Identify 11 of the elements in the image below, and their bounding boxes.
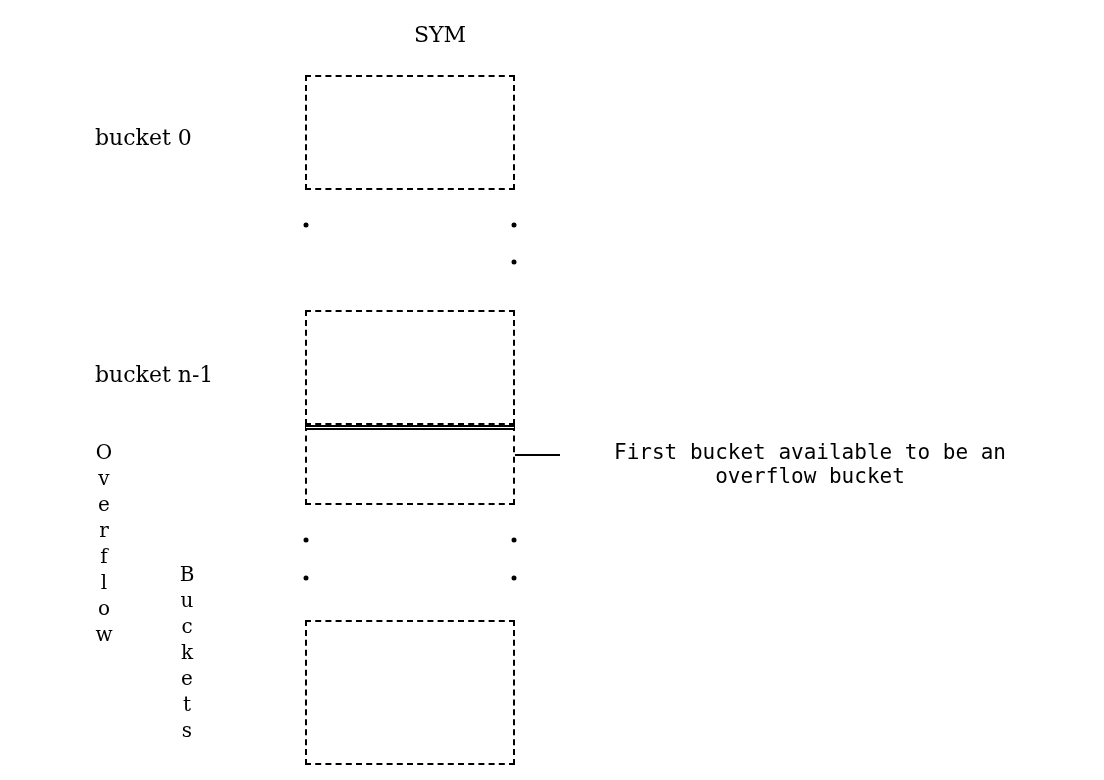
vertical-label: Buckets (175, 562, 199, 744)
memory-bucket-box (305, 310, 515, 425)
vertical-label: Overflow (92, 440, 116, 648)
memory-bucket-box (305, 75, 515, 190)
leader-line (514, 454, 561, 456)
bucket-label: bucket n-1 (95, 362, 214, 387)
annotation-text: First bucket available to be an overflow bucket (560, 440, 1060, 490)
bucket-label: bucket 0 (95, 125, 192, 150)
memory-bucket-box (305, 620, 515, 765)
memory-bucket-box (305, 425, 515, 505)
diagram-title: SYM (412, 22, 468, 47)
